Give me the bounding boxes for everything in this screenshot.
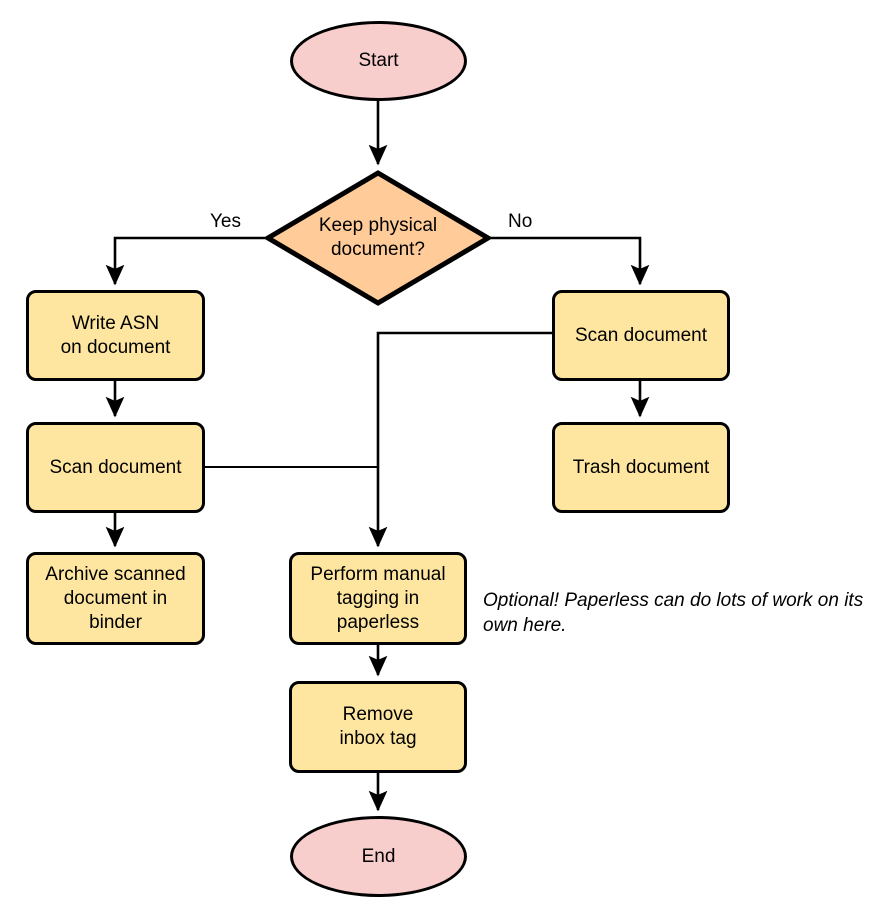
node-scan-document-right-label: Scan document [574, 324, 708, 346]
edge-scan-right-to-manual-tagging [368, 331, 552, 548]
node-scan-document-left-label: Scan document [49, 456, 182, 478]
node-write-asn-label: Write ASN on document [60, 312, 171, 358]
node-write-asn-on-document[interactable]: Write ASN on document [26, 290, 205, 381]
node-scan-document-left[interactable]: Scan document [26, 422, 205, 513]
edge-label-yes: Yes [210, 211, 241, 232]
node-start[interactable]: Start [290, 21, 467, 101]
edge-decision-yes-to-write-asn [105, 236, 265, 286]
node-archive-label: Archive scanned document in binder [45, 563, 186, 633]
node-trash-document[interactable]: Trash document [552, 422, 730, 513]
node-end-label: End [361, 845, 396, 867]
edge-label-no: No [508, 211, 533, 232]
node-perform-manual-tagging-in-paperless[interactable]: Perform manual tagging in paperless [289, 552, 467, 645]
annotation-optional-note: Optional! Paperless can do lots of work … [483, 590, 864, 636]
node-archive-scanned-document-in-binder[interactable]: Archive scanned document in binder [26, 552, 205, 645]
node-remove-inbox-tag[interactable]: Remove inbox tag [289, 681, 467, 773]
node-manual-tagging-label: Perform manual tagging in paperless [310, 563, 446, 633]
edge-decision-no-to-scan-right [491, 236, 650, 286]
node-end[interactable]: End [290, 816, 467, 897]
node-decision-label: Keep physical document? [318, 215, 438, 260]
node-remove-inbox-tag-label: Remove inbox tag [339, 704, 417, 749]
node-scan-document-right[interactable]: Scan document [552, 290, 730, 381]
node-decision-keep-physical-document[interactable]: Keep physical document? [265, 170, 491, 306]
diamond-shape [265, 170, 491, 306]
node-trash-document-label: Trash document [572, 456, 710, 478]
node-start-label: Start [358, 50, 399, 71]
